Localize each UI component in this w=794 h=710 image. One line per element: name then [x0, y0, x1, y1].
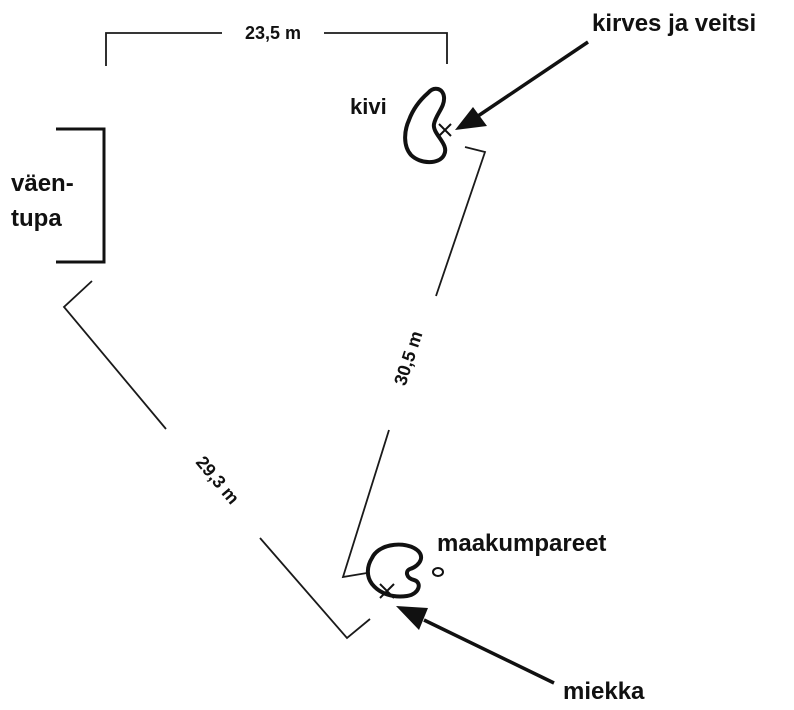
- dimension-top-label: 23,5 m: [245, 23, 301, 43]
- vaentupa-label-line1: väen-: [11, 170, 74, 197]
- arrow-axe-knife-shaft: [477, 40, 589, 118]
- arrow-sword-head: [396, 606, 428, 630]
- dimension-right-upper-segment: [435, 146, 487, 297]
- vaentupa-outline: [56, 127, 106, 264]
- dimension-right-label: 30,5 m: [390, 328, 426, 387]
- arrow-axe-knife-head: [455, 107, 487, 130]
- arrow-sword: miekka: [396, 606, 645, 705]
- find-spot-cross-axe-knife: [438, 123, 452, 137]
- small-mound-outline: [432, 567, 444, 577]
- earth-mounds: maakumpareet: [365, 530, 606, 599]
- dimension-top-right-segment: [324, 32, 448, 64]
- sword-label: miekka: [563, 678, 645, 705]
- large-mound-outline: [365, 542, 424, 599]
- dimension-top: 23,5 m: [105, 23, 448, 66]
- mounds-label: maakumpareet: [437, 530, 606, 557]
- dimension-left-label: 29,3 m: [192, 452, 243, 508]
- stone-outline: [403, 86, 448, 165]
- vaentupa-building: väen- tupa: [11, 127, 106, 264]
- dimension-right: 30,5 m: [341, 146, 487, 579]
- stone-label: kivi: [350, 94, 387, 119]
- dimension-left-upper-segment: [62, 280, 167, 430]
- dimension-left: 29,3 m: [62, 280, 371, 640]
- stone-feature: kivi: [350, 86, 452, 165]
- dimension-top-left-segment: [105, 32, 222, 66]
- vaentupa-label-line2: tupa: [11, 205, 62, 232]
- find-spot-cross-sword: [379, 583, 395, 599]
- arrow-sword-shaft: [423, 618, 555, 685]
- dimension-left-lower-segment: [259, 537, 371, 640]
- arrow-axe-knife: kirves ja veitsi: [455, 10, 756, 130]
- axe-knife-label: kirves ja veitsi: [592, 10, 756, 37]
- dimension-right-lower-segment: [341, 429, 390, 579]
